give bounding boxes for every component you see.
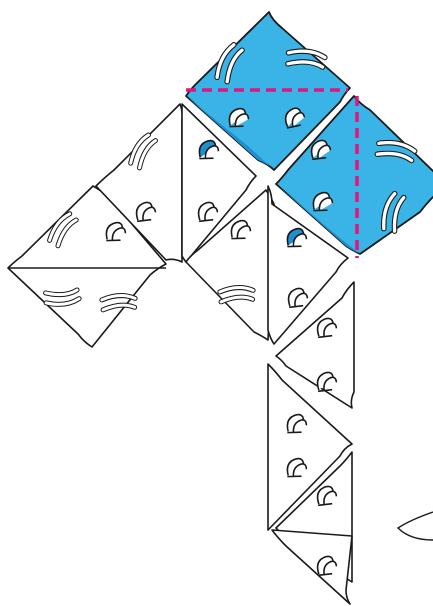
partial-arc (398, 512, 433, 540)
